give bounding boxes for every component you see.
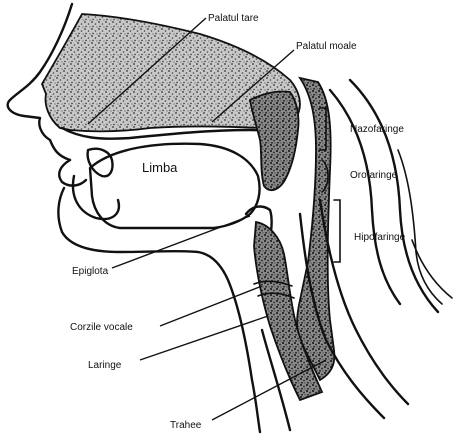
label-oropharynx: Orofaringe (350, 170, 398, 181)
label-soft-palate: Palatul moale (296, 41, 357, 52)
label-tongue: Limba (142, 160, 178, 175)
neck-back-curve-1 (330, 90, 400, 304)
label-larynx: Laringe (88, 360, 122, 371)
label-hard-palate: Palatul tare (208, 13, 259, 24)
epiglottis-leader (112, 216, 250, 268)
neck-back-curve-4 (412, 240, 452, 298)
label-trachea: Trahee (170, 420, 202, 431)
neck-back-curve-2 (350, 80, 438, 312)
label-vocal-cords: Corzile vocale (70, 322, 133, 333)
esophagus-back (320, 200, 408, 404)
label-hypopharynx: Hipofaringe (354, 232, 406, 243)
lower-teeth (73, 176, 119, 219)
hypopharynx-bracket (334, 200, 340, 262)
label-nasopharynx: Nazofaringe (350, 124, 404, 135)
vocal-cords-leader (160, 286, 262, 326)
label-epiglottis: Epiglota (72, 266, 109, 277)
